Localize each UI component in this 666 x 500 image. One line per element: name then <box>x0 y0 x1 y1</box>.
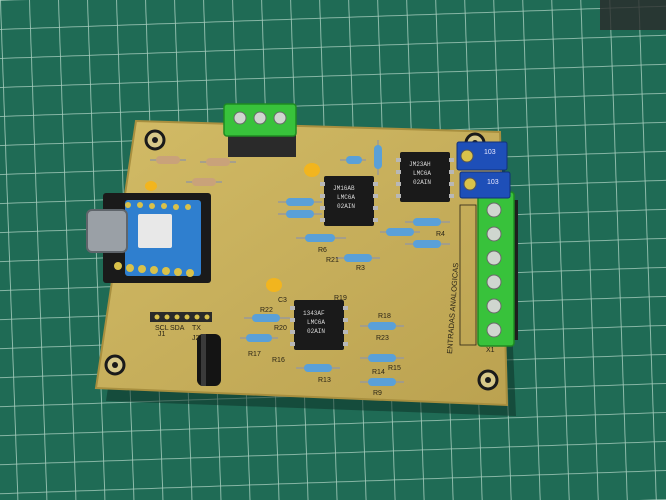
ic-u2: JM23AH LMC6A 02AIN <box>396 152 454 202</box>
label-r16: R16 <box>272 357 285 364</box>
pin-header <box>150 312 212 322</box>
label-r15: R15 <box>388 365 401 372</box>
label-r19: R19 <box>334 295 347 302</box>
resistors <box>150 140 450 386</box>
label-c3: C3 <box>278 297 287 304</box>
pot-1-label: 103 <box>484 149 496 156</box>
ic-u1-line2: LMC6A <box>337 194 355 201</box>
ic-u2-line2: LMC6A <box>413 170 431 177</box>
ic-u3-line1: 1343AF <box>303 310 325 317</box>
label-r9: R9 <box>373 390 382 397</box>
ic-u3-line3: 02AIN <box>307 328 325 335</box>
ic-u2-line3: 02AIN <box>413 179 431 186</box>
label-j2: J2 <box>192 335 200 342</box>
capacitors <box>145 163 320 292</box>
label-r6: R6 <box>318 247 327 254</box>
right-terminal-block <box>459 191 518 347</box>
pot-2-label: 103 <box>487 179 499 186</box>
label-r23: R23 <box>376 335 389 342</box>
ic-u2-line1: JM23AH <box>409 161 431 168</box>
potentiometers: 103 103 <box>456 141 511 199</box>
label-r21: R21 <box>326 257 339 264</box>
mcu-module <box>86 193 211 283</box>
label-x1: X1 <box>486 347 495 354</box>
ic-u1-line3: 02AIN <box>337 203 355 210</box>
label-r4: R4 <box>436 231 445 238</box>
label-r18: R18 <box>378 313 391 320</box>
top-terminal-block <box>223 103 297 157</box>
black-component <box>197 334 221 386</box>
ic-u3: 1343AF LMC6A 02AIN <box>290 300 348 350</box>
label-sda: SDA <box>170 325 185 332</box>
label-r20: R20 <box>274 325 287 332</box>
ic-u3-line2: LMC6A <box>307 319 325 326</box>
label-r14: R14 <box>372 369 385 376</box>
label-r22: R22 <box>260 307 273 314</box>
label-scl: SCL <box>155 325 169 332</box>
label-tx: TX <box>192 325 201 332</box>
label-r3: R3 <box>356 265 365 272</box>
ic-u1-line1: JM16AB <box>333 185 355 192</box>
label-j1: J1 <box>158 331 166 338</box>
label-r17: R17 <box>248 351 261 358</box>
label-r13: R13 <box>318 377 331 384</box>
ic-u1: JM16AB LMC6A 02AIN <box>320 176 378 226</box>
